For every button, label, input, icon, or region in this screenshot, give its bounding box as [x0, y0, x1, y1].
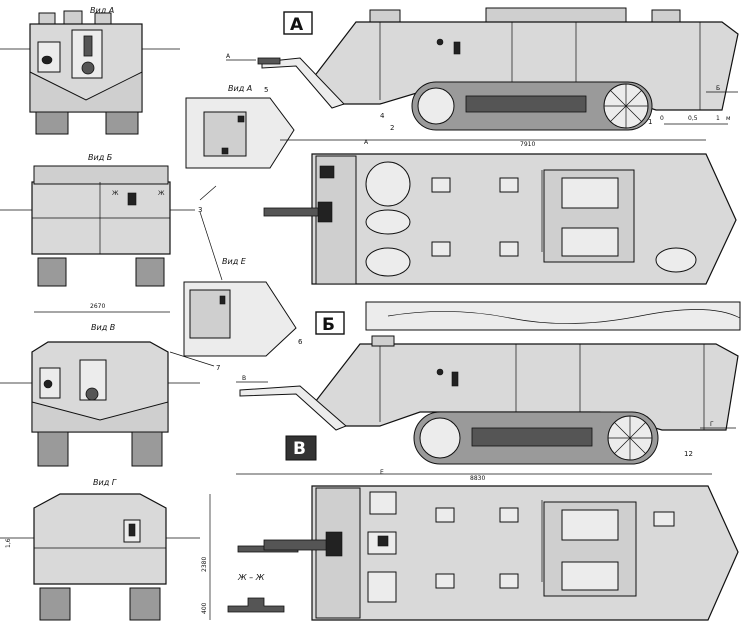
length-top: 7910 — [520, 141, 535, 148]
section-zh-label: Ж – Ж — [237, 573, 265, 582]
tail-frame-a — [261, 57, 345, 109]
front-lower-plate — [29, 71, 143, 113]
idler-a — [417, 87, 455, 125]
view-v-track-right — [131, 431, 163, 467]
gun-barrel-end — [81, 61, 95, 75]
view-b-track-right — [135, 257, 165, 287]
hatch-top — [63, 10, 83, 26]
rear-port — [127, 192, 137, 206]
section-profile — [227, 597, 285, 613]
scale-1: 1 — [716, 115, 720, 122]
arrow-b: Б — [716, 85, 720, 92]
hatch-top-right — [94, 12, 112, 26]
arrow-v: В — [242, 375, 246, 382]
view-g-hull — [33, 493, 167, 585]
side-view-b: Б В В Г 8830 Е 12 — [236, 301, 741, 482]
view-v-lower — [31, 401, 169, 433]
callout-1: 1 — [648, 118, 652, 126]
view-e-label: Вид Е — [222, 257, 247, 266]
letter-box-b — [315, 311, 345, 335]
scale-05: 0,5 — [688, 115, 698, 122]
view-e-detail: Вид Е — [183, 257, 297, 357]
track-left — [35, 111, 69, 135]
bogies-b — [471, 427, 593, 447]
bogies-a — [465, 95, 587, 113]
hatch-top-left — [38, 12, 56, 26]
letter-a: А — [290, 15, 304, 35]
callout-7: 7 — [216, 364, 220, 372]
view-g-track-right — [129, 587, 161, 621]
view-a-detail: Вид А — [185, 84, 295, 169]
view-b-label: Вид Б — [88, 153, 113, 162]
hatch-round-1 — [365, 161, 411, 207]
callout-2: 2 — [390, 124, 394, 132]
arrow-a2: А — [364, 139, 369, 146]
letter-box-a — [283, 11, 313, 35]
view-b-track-left — [37, 257, 67, 287]
mid-section-b — [365, 301, 741, 331]
view-a-detail-label: Вид А — [228, 84, 252, 93]
length-bottom: 8830 — [470, 475, 485, 482]
arrow-e: Е — [380, 469, 384, 476]
idler-b — [419, 417, 461, 459]
letter-box-v — [285, 435, 317, 461]
gun-barrel-top-2 — [263, 539, 331, 551]
roof-rail — [485, 7, 627, 23]
track-right — [105, 111, 139, 135]
width-dimension: 2670 — [90, 303, 105, 310]
clearance-dimension: 400 — [201, 602, 208, 614]
letter-v: В — [293, 439, 306, 459]
gun-barrel-a — [257, 57, 281, 65]
gun-mantlet — [83, 35, 93, 57]
side-hull-b — [311, 343, 739, 431]
view-a-front: Вид А — [0, 6, 180, 135]
view-a-label: Вид А — [90, 6, 114, 15]
view-v-track-left — [37, 431, 69, 467]
callout-4: 4 — [380, 112, 385, 120]
vision-port — [41, 55, 53, 65]
side-port-a — [453, 41, 461, 55]
zh-right: Ж — [158, 190, 165, 197]
arrow-a: А — [226, 53, 231, 60]
view-v: Вид В — [0, 323, 200, 467]
view-g-track-left — [39, 587, 71, 621]
scale-unit: м — [726, 115, 731, 122]
view-b-top — [33, 165, 169, 185]
gun-barrel-top-1 — [263, 207, 327, 217]
view-g-label: Вид Г — [93, 478, 117, 487]
section-zh: Ж – Ж — [227, 545, 299, 613]
side-view-a: А 7910 А Б А 4 2 1 0 — [226, 7, 739, 148]
zh-left: Ж — [112, 190, 119, 197]
view-b: Вид Б Ж Ж 2670 — [0, 153, 195, 313]
callout-5: 5 — [264, 86, 268, 94]
left-small-dimension: 1,6 — [5, 538, 12, 548]
top-view-2 — [263, 485, 739, 621]
view-v-label: Вид В — [91, 323, 115, 332]
scale-0: 0 — [660, 115, 664, 122]
callout-12: 12 — [684, 450, 693, 458]
tail-frame-b — [239, 385, 347, 431]
callout-3: 3 — [198, 206, 202, 214]
callout-6: 6 — [298, 338, 303, 346]
arrow-g: Г — [710, 421, 714, 428]
letter-b: Б — [322, 315, 335, 335]
height-dimension: 2380 — [201, 557, 208, 572]
view-g: Вид Г 2380 400 1,6 — [0, 478, 211, 621]
top-view-1 — [263, 153, 737, 285]
